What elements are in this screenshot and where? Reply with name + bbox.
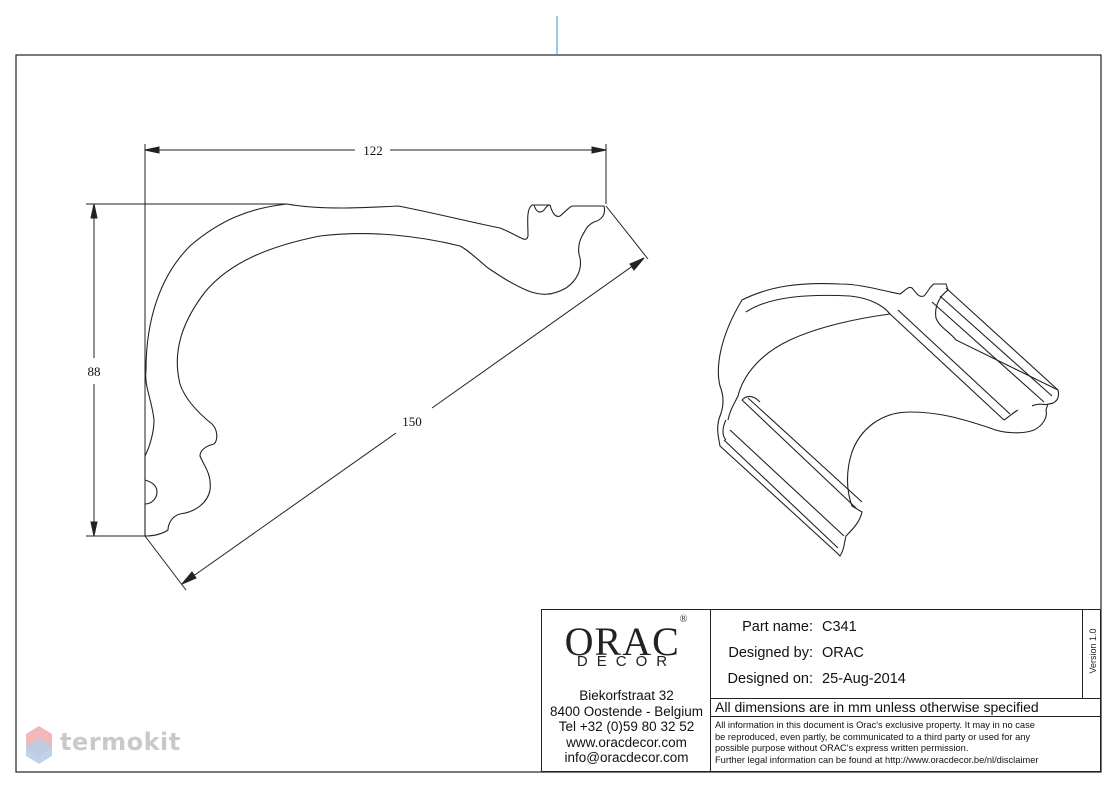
units-note: All dimensions are in mm unless otherwis… — [715, 699, 1039, 715]
dimension-lines — [86, 144, 649, 591]
version-cell: Version 1.0 — [1082, 610, 1101, 698]
address-city: 8400 Oostende - Belgium — [549, 703, 704, 719]
title-block: ORAC® DECOR Biekorfstraat 32 8400 Oosten… — [541, 609, 1101, 772]
profile-notch — [533, 204, 551, 213]
legal-line: possible purpose without ORAC's express … — [715, 743, 969, 754]
isometric-view — [717, 282, 1060, 557]
units-note-cell: All dimensions are in mm unless otherwis… — [711, 698, 1101, 717]
dim-height-label: 88 — [88, 364, 101, 379]
logo-cell: ORAC® DECOR Biekorfstraat 32 8400 Oosten… — [542, 610, 711, 771]
iso-lower-moulding — [723, 397, 863, 549]
address-street: Biekorfstraat 32 — [579, 688, 674, 703]
sheet-frame — [15, 54, 1102, 773]
watermark-text: termokit — [60, 728, 181, 756]
dim-diagonal-label: 150 — [402, 414, 422, 429]
address-phone: Tel +32 (0)59 80 32 52 — [558, 719, 695, 734]
legal-line: All information in this document is Orac… — [715, 720, 1035, 730]
field-label: Designed on: — [727, 671, 813, 687]
company-address: Biekorfstraat 32 8400 Oostende - Belgium… — [542, 688, 711, 766]
field-value: C341 — [822, 619, 857, 635]
field-designed-by: Designed by: ORAC — [711, 645, 1082, 671]
profile-outline — [144, 203, 606, 537]
dim-diagonal-line — [181, 432, 397, 585]
field-value: ORAC — [822, 645, 864, 661]
legal-cell: All information in this document is Orac… — [711, 717, 1101, 771]
profile-section — [144, 203, 606, 537]
address-email: info@oracdecor.com — [564, 750, 689, 765]
legal-line: Further legal information can be found a… — [715, 754, 1039, 765]
termokit-logo-icon — [26, 726, 52, 764]
field-label: Part name: — [742, 619, 813, 635]
field-label: Designed by: — [728, 645, 813, 661]
dim-width-label: 122 — [363, 143, 383, 158]
field-value: 25-Aug-2014 — [822, 671, 906, 687]
iso-lower-end — [722, 395, 761, 441]
orac-logo: ORAC® — [564, 614, 689, 664]
decor-logo-subtitle: DECOR — [576, 653, 677, 670]
address-website: www.oracdecor.com — [566, 734, 687, 750]
termokit-watermark: termokit — [24, 724, 184, 766]
version-label: Version 1.0 — [1088, 628, 1098, 674]
legal-line: be reproduced, even partly, be communica… — [715, 731, 1031, 742]
field-designed-on: Designed on: 25-Aug-2014 — [711, 671, 1082, 697]
iso-inner-arc — [727, 294, 892, 421]
fields-cell: Part name: C341 Designed by: ORAC Design… — [711, 610, 1082, 698]
field-part-name: Part name: C341 — [711, 619, 1082, 645]
iso-upper-moulding — [889, 287, 1059, 421]
iso-front-face — [717, 282, 1060, 557]
legal-notice: All information in this document is Orac… — [715, 720, 1097, 766]
iso-upper-end — [1003, 403, 1049, 421]
registered-mark: ® — [679, 614, 689, 625]
